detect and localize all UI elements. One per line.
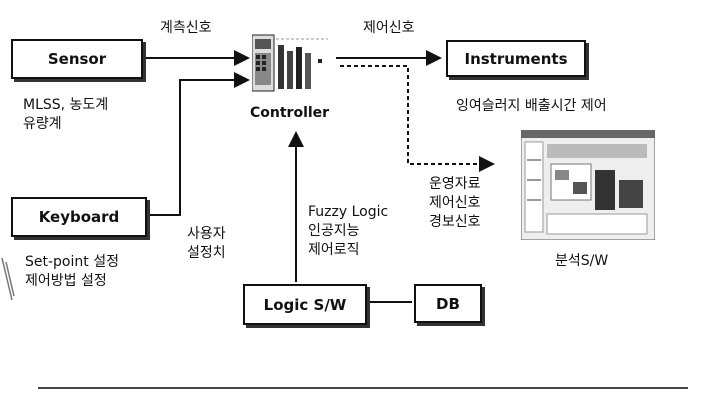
analysis-software-screenshot: [521, 130, 655, 240]
sensor-box: Sensor: [11, 39, 143, 79]
fuzzy-logic-label-3: 제어로직: [308, 241, 360, 260]
fuzzy-logic-label-2: 인공지능: [308, 222, 360, 241]
keyboard-desc-2: 제어방법 설정: [25, 272, 107, 291]
analysis-sw-label: 분석S/W: [555, 252, 608, 271]
bottom-divider: [38, 387, 688, 389]
fuzzy-logic-label-1: Fuzzy Logic: [308, 203, 388, 222]
pen-mark: [2, 258, 14, 300]
keyboard-to-controller-arrow: [146, 80, 248, 215]
instruments-desc: 잉여슬러지 배출시간 제어: [456, 97, 607, 116]
db-box: DB: [414, 284, 482, 323]
sensor-desc-2: 유량계: [23, 115, 62, 134]
instruments-box: Instruments: [446, 40, 586, 77]
controller-device-image: [252, 33, 330, 93]
measure-signal-label: 계측신호: [160, 19, 212, 38]
ops-label-2: 제어신호: [429, 194, 481, 213]
keyboard-desc-1: Set-point 설정: [25, 253, 119, 272]
sensor-desc-1: MLSS, 농도계: [23, 96, 108, 115]
ops-label-1: 운영자료: [429, 175, 481, 194]
controller-label: Controller: [250, 105, 329, 121]
control-signal-label: 제어신호: [363, 19, 415, 38]
logic-sw-box: Logic S/W: [243, 284, 367, 325]
user-setting-2: 설정치: [187, 244, 226, 263]
user-setting-1: 사용자: [187, 225, 226, 244]
keyboard-box: Keyboard: [11, 197, 147, 237]
ops-label-3: 경보신호: [429, 213, 481, 232]
